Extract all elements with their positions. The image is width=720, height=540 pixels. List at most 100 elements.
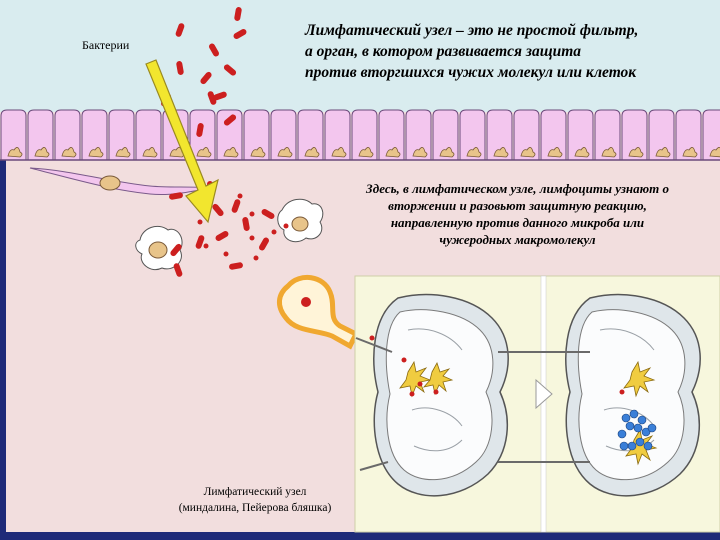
bacteria-icon bbox=[169, 192, 183, 200]
yellow-arrow-icon bbox=[145, 59, 219, 224]
blue-side-band bbox=[0, 160, 6, 540]
description-line: вторжении и разовьют защитную реакцию, bbox=[388, 198, 647, 213]
epithelial-cell bbox=[270, 109, 297, 161]
bacteria-icon bbox=[196, 123, 204, 137]
epithelial-nucleus bbox=[250, 147, 266, 158]
epithelial-nucleus bbox=[115, 147, 131, 158]
epithelial-nucleus bbox=[547, 147, 563, 158]
epithelial-cell bbox=[594, 109, 621, 161]
bacteria-icon bbox=[176, 61, 184, 75]
bacteria-dot bbox=[223, 251, 229, 257]
epithelial-cell bbox=[351, 109, 378, 161]
epithelial-cell bbox=[0, 109, 27, 161]
epithelial-cell bbox=[486, 109, 513, 161]
epithelial-nucleus bbox=[88, 147, 104, 158]
bacteria-icon bbox=[212, 203, 224, 217]
bacteria-icon bbox=[231, 199, 241, 213]
sky-background bbox=[0, 0, 720, 112]
bacteria-dot bbox=[237, 193, 243, 199]
bacteria-icon bbox=[195, 235, 205, 249]
bacteria-dot bbox=[271, 229, 277, 235]
epithelial-cell bbox=[621, 109, 648, 161]
epithelial-nucleus bbox=[223, 147, 239, 158]
lymph-node-left bbox=[373, 293, 509, 497]
blue-bottom-band bbox=[0, 532, 720, 540]
bacteria-icon bbox=[233, 29, 247, 39]
epithelial-nucleus bbox=[331, 147, 347, 158]
epithelial-nucleus bbox=[142, 147, 158, 158]
bacteria-icon bbox=[223, 114, 237, 126]
title-line: а орган, в котором развивается защита bbox=[305, 43, 582, 60]
lymph-node-caption: Лимфатический узел (миндалина, Пейерова … bbox=[150, 484, 360, 516]
antigen-dots bbox=[369, 335, 625, 397]
bacteria-icon bbox=[209, 43, 219, 57]
epithelial-cell bbox=[540, 109, 567, 161]
bacteria-icon bbox=[259, 237, 269, 251]
lymph-node-inset bbox=[354, 275, 720, 533]
bacteria-icon bbox=[242, 217, 250, 231]
epithelial-nucleus bbox=[385, 147, 401, 158]
bacteria-icon bbox=[170, 243, 182, 257]
bacteria-icon bbox=[200, 71, 212, 85]
epithelial-nucleus bbox=[520, 147, 536, 158]
epithelial-cell bbox=[567, 109, 594, 161]
bacteria-dot bbox=[253, 255, 259, 261]
epithelial-cell bbox=[216, 109, 243, 161]
epithelial-nucleus bbox=[574, 147, 590, 158]
bacteria-icon bbox=[207, 91, 217, 105]
epithelial-nucleus bbox=[277, 147, 293, 158]
epithelial-cell bbox=[108, 109, 135, 161]
epithelial-cell bbox=[27, 109, 54, 161]
macrophage-nucleus-right bbox=[291, 216, 309, 232]
epithelial-nucleus bbox=[439, 147, 455, 158]
epithelial-cell bbox=[459, 109, 486, 161]
epithelial-nucleus bbox=[34, 147, 50, 158]
bacteria-icon bbox=[175, 23, 185, 37]
description-line: направленную против данного микроба или bbox=[390, 215, 645, 230]
epithelial-cell bbox=[405, 109, 432, 161]
bacteria-icon bbox=[234, 7, 242, 21]
bacteria-icon bbox=[229, 262, 243, 270]
description-text: Здесь, в лимфатическом узле, лимфоциты у… bbox=[325, 180, 710, 248]
epithelial-cell bbox=[189, 109, 216, 161]
epithelial-nucleus bbox=[61, 147, 77, 158]
epithelial-nucleus bbox=[412, 147, 428, 158]
bacteria-icon bbox=[215, 231, 229, 241]
epithelial-nucleus bbox=[7, 147, 23, 158]
epithelial-cell bbox=[54, 109, 81, 161]
epithelial-cell bbox=[297, 109, 324, 161]
epithelial-cell bbox=[432, 109, 459, 161]
dendritic-cell-icon bbox=[399, 360, 658, 466]
epithelial-cell bbox=[135, 109, 162, 161]
epithelial-cell bbox=[702, 109, 720, 161]
epithelial-nucleus bbox=[628, 147, 644, 158]
epithelial-cell bbox=[513, 109, 540, 161]
caption-line: (миндалина, Пейерова бляшка) bbox=[178, 502, 332, 514]
bacteria-dot bbox=[249, 235, 255, 241]
epithelial-cell bbox=[378, 109, 405, 161]
bacteria-label: Бактерии bbox=[82, 38, 130, 52]
epithelial-cell bbox=[675, 109, 702, 161]
epithelial-cell bbox=[648, 109, 675, 161]
bacteria-dot bbox=[197, 219, 203, 225]
epithelial-nucleus bbox=[196, 147, 212, 158]
bacteria-dot bbox=[249, 211, 255, 217]
epithelial-cell bbox=[324, 109, 351, 161]
epithelial-nucleus bbox=[601, 147, 617, 158]
epithelial-cell bbox=[243, 109, 270, 161]
caption-line: Лимфатический узел bbox=[203, 486, 307, 498]
epithelial-cell bbox=[81, 109, 108, 161]
title-line: против вторгшихся чужих молекул или клет… bbox=[305, 64, 637, 81]
epithelial-nucleus bbox=[682, 147, 698, 158]
bacteria-icon bbox=[213, 91, 227, 101]
epithelial-nucleus bbox=[466, 147, 482, 158]
bacteria-icon bbox=[223, 64, 237, 76]
bacteria-icon bbox=[173, 263, 183, 277]
epithelial-nucleus bbox=[304, 147, 320, 158]
lymph-vessel bbox=[277, 275, 360, 350]
bacteria-dot bbox=[283, 223, 289, 229]
macrophage-nucleus-left bbox=[148, 241, 168, 259]
epithelial-nucleus bbox=[493, 147, 509, 158]
fibroblast-nucleus bbox=[99, 175, 121, 191]
